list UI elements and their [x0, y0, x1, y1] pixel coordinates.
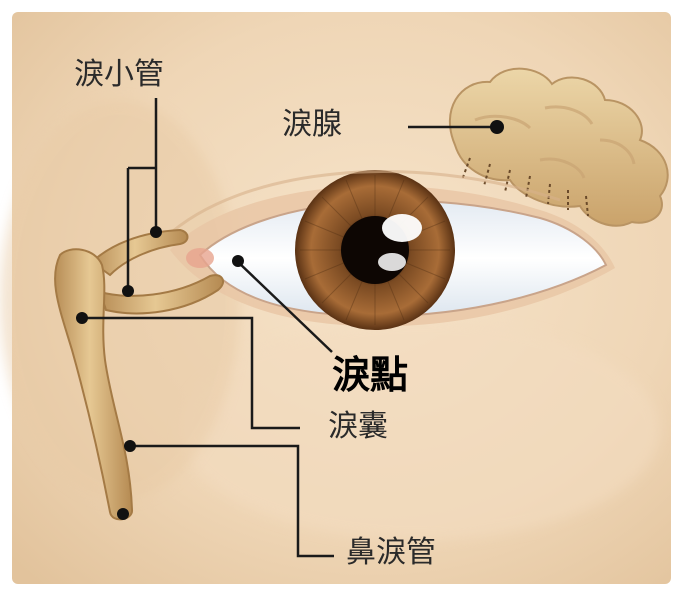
- label-lacrimal-gland: 淚腺: [282, 110, 342, 140]
- label-nasolacrimal-duct: 鼻淚管: [346, 538, 436, 568]
- label-lacrimal-sac: 淚囊: [328, 412, 388, 442]
- label-canaliculus: 淚小管: [74, 60, 164, 90]
- label-punctum: 淚點: [332, 356, 408, 394]
